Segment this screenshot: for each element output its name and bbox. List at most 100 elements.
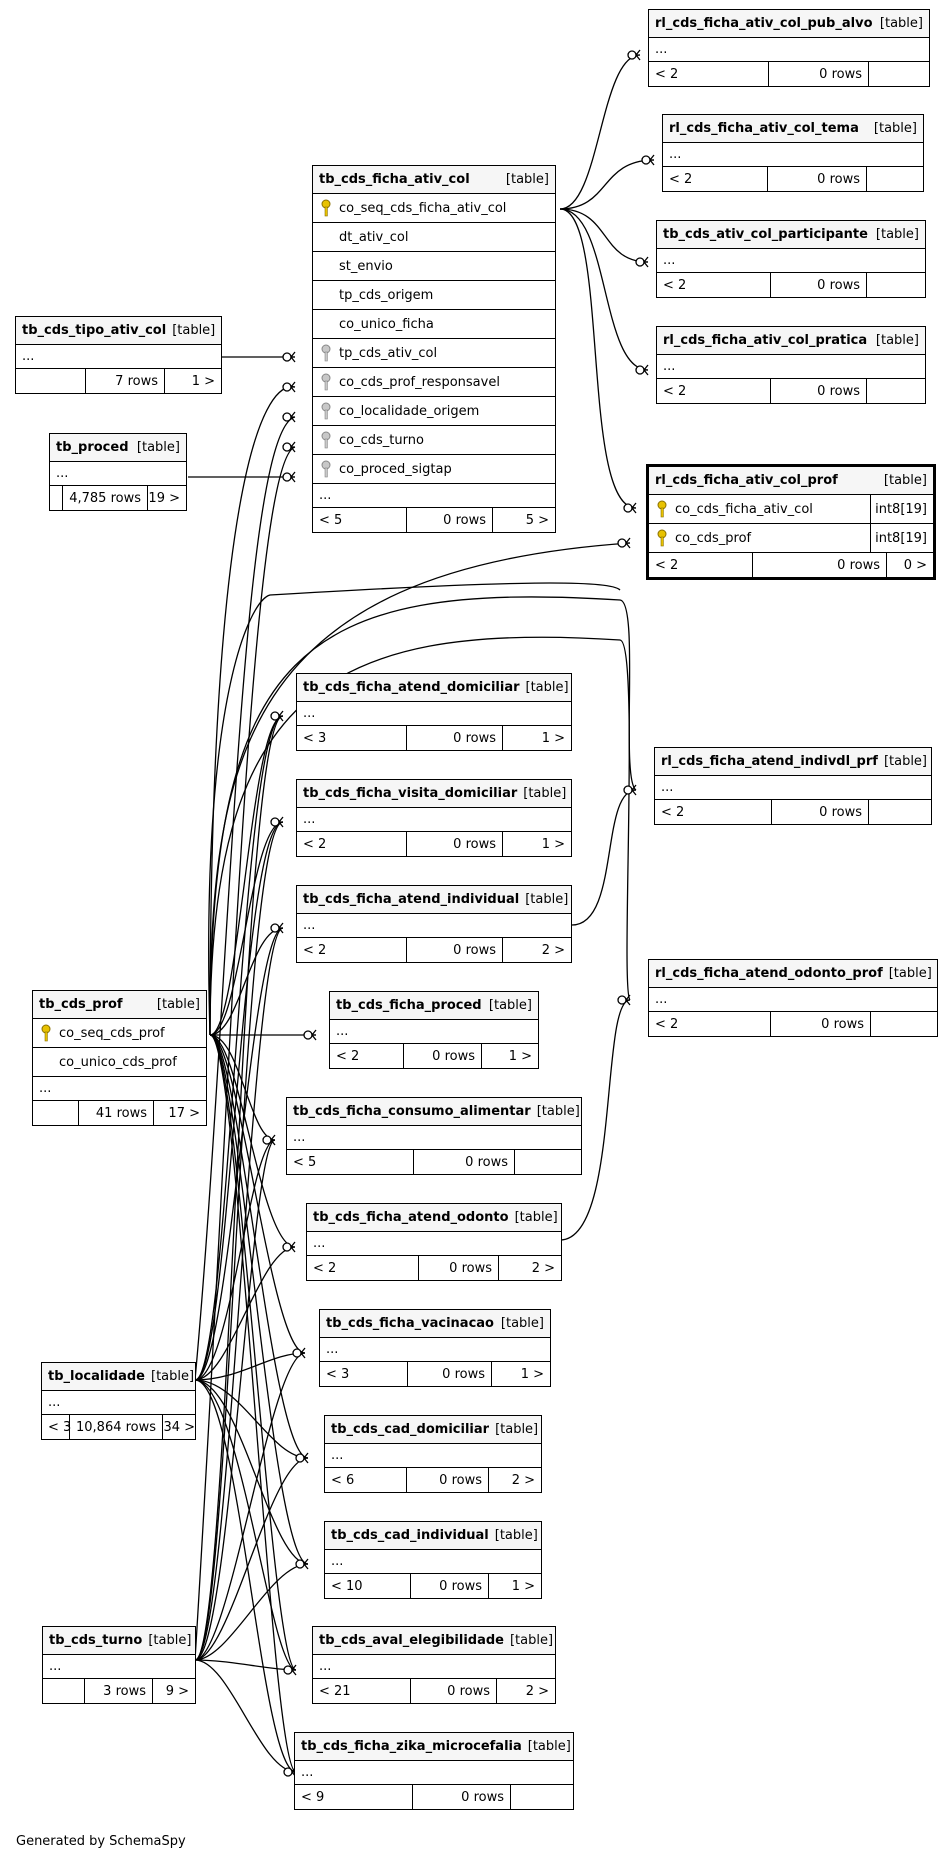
table-rl-cds-ficha-atend-odonto-prof[interactable]: rl_cds_ficha_atend_odonto_prof [table] .…: [648, 959, 938, 1037]
hidden-columns: ...: [649, 38, 929, 62]
hidden-columns: ...: [330, 1020, 538, 1044]
table-rl-cds-ficha-ativ-col-pub-alvo[interactable]: rl_cds_ficha_ativ_col_pub_alvo [table] .…: [648, 9, 930, 87]
relationship-line: [209, 927, 284, 1036]
column-row[interactable]: co_localidade_origem: [313, 397, 555, 426]
column-row[interactable]: st_envio: [313, 252, 555, 281]
relationship-line: [194, 1352, 306, 1381]
table-tb-cds-tipo-ativ-col[interactable]: tb_cds_tipo_ativ_col [table] ... 7 rows …: [15, 316, 222, 394]
column-row[interactable]: dt_ativ_col: [313, 223, 555, 252]
table-type: [table]: [509, 1633, 554, 1648]
hidden-columns: ...: [313, 484, 555, 508]
table-tb-cds-turno[interactable]: tb_cds_turno [table] ... 3 rows 9 >: [42, 1626, 196, 1704]
table-tb-cds-ficha-atend-domiciliar[interactable]: tb_cds_ficha_atend_domiciliar [table] ..…: [296, 673, 572, 751]
table-tb-proced[interactable]: tb_proced [table] ... 4,785 rows 19 >: [49, 433, 187, 511]
table-rl-cds-ficha-ativ-col-prof[interactable]: rl_cds_ficha_ativ_col_prof [table] co_cd…: [646, 464, 936, 580]
row-count: 4,785 rows: [63, 486, 148, 510]
column-type: int8[19]: [870, 495, 927, 523]
table-header: tb_cds_turno [table]: [43, 1627, 195, 1655]
table-tb-cds-cad-domiciliar[interactable]: tb_cds_cad_domiciliar [table] ... < 6 0 …: [324, 1415, 542, 1493]
table-tb-cds-ficha-proced[interactable]: tb_cds_ficha_proced [table] ... < 2 0 ro…: [329, 991, 539, 1069]
hidden-columns: ...: [657, 249, 925, 273]
column-name: tp_cds_ativ_col: [339, 345, 438, 361]
column-row[interactable]: tp_cds_origem: [313, 281, 555, 310]
parent-count: < 21: [313, 1679, 411, 1703]
table-footer: < 10 0 rows 1 >: [325, 1574, 541, 1598]
parent-count: < 3: [42, 1415, 71, 1439]
table-rl-cds-ficha-ativ-col-pratica[interactable]: rl_cds_ficha_ativ_col_pratica [table] ..…: [656, 326, 926, 404]
parent-count: < 2: [297, 938, 407, 962]
row-count: 0 rows: [771, 379, 867, 403]
crows-foot-marker: [278, 816, 284, 828]
optional-marker: [295, 1559, 305, 1569]
table-tb-cds-ficha-consumo-alimentar[interactable]: tb_cds_ficha_consumo_alimentar [table] .…: [286, 1097, 582, 1175]
optional-marker: [282, 382, 292, 392]
table-tb-cds-ficha-atend-individual[interactable]: tb_cds_ficha_atend_individual [table] ..…: [296, 885, 572, 963]
parent-count: < 6: [325, 1468, 407, 1492]
column-row[interactable]: co_proced_sigtap: [313, 455, 555, 484]
foreign-key-icon: [319, 373, 333, 391]
child-count: 34 >: [163, 1419, 196, 1435]
table-tb-cds-ficha-ativ-col[interactable]: tb_cds_ficha_ativ_col [table] co_seq_cds…: [312, 165, 556, 533]
table-type: [table]: [525, 892, 569, 907]
foreign-key-icon: [319, 344, 333, 362]
table-tb-cds-aval-elegibilidade[interactable]: tb_cds_aval_elegibilidade [table] ... < …: [312, 1626, 556, 1704]
table-tb-cds-prof[interactable]: tb_cds_prof [table] co_seq_cds_prof co_u…: [32, 990, 207, 1126]
table-type: [table]: [525, 680, 569, 695]
table-tb-cds-ativ-col-participante[interactable]: tb_cds_ativ_col_participante [table] ...…: [656, 220, 926, 298]
row-count: 0 rows: [407, 1468, 489, 1492]
table-footer: < 2 0 rows: [663, 167, 923, 191]
hidden-columns: ...: [287, 1126, 581, 1150]
table-type: [table]: [883, 754, 928, 769]
table-tb-cds-ficha-atend-odonto[interactable]: tb_cds_ficha_atend_odonto [table] ... < …: [306, 1203, 562, 1281]
column-name: co_cds_ficha_ativ_col: [675, 501, 813, 517]
column-row[interactable]: co_cds_turno: [313, 426, 555, 455]
table-footer: < 2 0 rows: [649, 1012, 937, 1036]
child-count: 1 >: [191, 373, 215, 389]
relationship-line: [194, 1457, 309, 1661]
table-header: tb_cds_aval_elegibilidade [table]: [313, 1627, 555, 1655]
column-row[interactable]: tp_cds_ativ_col: [313, 339, 555, 368]
table-tb-cds-ficha-zika-microcefalia[interactable]: tb_cds_ficha_zika_microcefalia [table] .…: [294, 1732, 574, 1810]
table-name: rl_cds_ficha_atend_odonto_prof: [655, 966, 883, 981]
table-type: [table]: [500, 1316, 544, 1331]
child-count: 2 >: [531, 1260, 555, 1276]
optional-marker: [282, 1242, 292, 1252]
column-name: co_cds_turno: [339, 432, 424, 448]
row-count: 3 rows: [85, 1679, 153, 1703]
row-count: 0 rows: [407, 832, 503, 856]
relationship-line: [559, 159, 655, 210]
column-row[interactable]: co_unico_ficha: [313, 310, 555, 339]
child-count: [869, 800, 931, 824]
column-row[interactable]: co_cds_prof_responsavel: [313, 368, 555, 397]
relationship-line: [194, 715, 284, 1661]
table-header: rl_cds_ficha_ativ_col_pub_alvo [table]: [649, 10, 929, 38]
table-name: tb_cds_cad_individual: [331, 1528, 489, 1543]
table-header: tb_proced [table]: [50, 434, 186, 462]
column-row[interactable]: co_seq_cds_ficha_ativ_col: [313, 194, 555, 223]
table-tb-cds-ficha-vacinacao[interactable]: tb_cds_ficha_vacinacao [table] ... < 3 0…: [319, 1309, 551, 1387]
table-tb-localidade[interactable]: tb_localidade [table] ... < 3 10,864 row…: [41, 1362, 196, 1440]
hidden-columns: ...: [657, 355, 925, 379]
column-row[interactable]: co_seq_cds_prof: [33, 1019, 206, 1048]
parent-count: [33, 1101, 79, 1125]
parent-count: < 10: [325, 1574, 411, 1598]
optional-marker: [303, 1030, 313, 1040]
optional-marker: [623, 785, 633, 795]
table-header: tb_cds_ficha_zika_microcefalia [table]: [295, 1733, 573, 1761]
crows-foot-marker: [631, 784, 637, 796]
optional-marker: [295, 1453, 305, 1463]
primary-key-icon: [655, 500, 669, 518]
parent-count: [16, 369, 86, 393]
table-footer: < 2 0 rows 2 >: [297, 938, 571, 962]
table-footer: < 2 0 rows: [657, 379, 925, 403]
hidden-columns: ...: [33, 1077, 206, 1101]
table-tb-cds-ficha-visita-domiciliar[interactable]: tb_cds_ficha_visita_domiciliar [table] .…: [296, 779, 572, 857]
table-tb-cds-cad-individual[interactable]: tb_cds_cad_individual [table] ... < 10 0…: [324, 1521, 542, 1599]
column-row[interactable]: co_cds_ficha_ativ_col int8[19]: [649, 495, 933, 524]
child-count: [871, 1012, 937, 1036]
column-row[interactable]: co_unico_cds_prof: [33, 1048, 206, 1077]
table-name: tb_cds_cad_domiciliar: [331, 1422, 490, 1437]
table-rl-cds-ficha-ativ-col-tema[interactable]: rl_cds_ficha_ativ_col_tema [table] ... <…: [662, 114, 924, 192]
table-rl-cds-ficha-atend-indivdl-prf[interactable]: rl_cds_ficha_atend_indivdl_prf [table] .…: [654, 747, 932, 825]
